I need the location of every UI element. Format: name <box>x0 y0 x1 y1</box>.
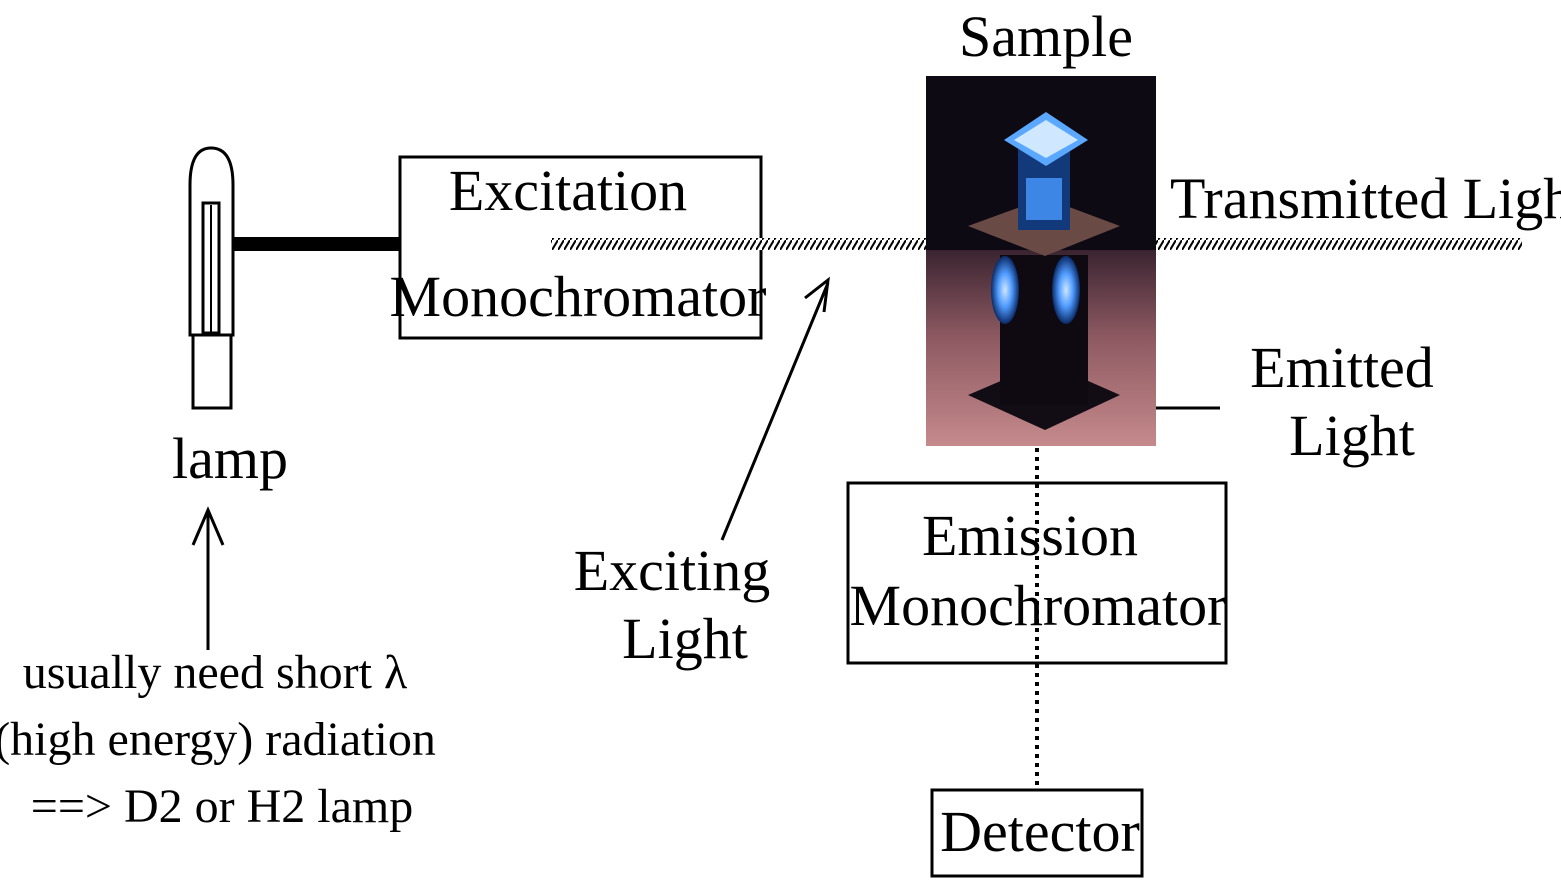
transmitted-light-label: Transmitted Light <box>1170 166 1561 231</box>
lamp-label: lamp <box>172 426 288 491</box>
lamp-icon <box>188 146 235 410</box>
emitted-light-line-1: Emitted <box>1250 335 1434 400</box>
exciting-light-arrow-icon <box>720 276 830 541</box>
lamp-note-line-1: usually need short λ <box>23 646 408 699</box>
excitation-monochromator-line-2: Monochromator <box>390 264 767 329</box>
lamp-note-line-2: (high energy) radiation <box>0 713 436 766</box>
emission-monochromator-line-1: Emission <box>922 503 1138 568</box>
exciting-light-line-1: Exciting <box>574 538 771 603</box>
lamp-arrow-icon <box>191 506 225 650</box>
lamp-note-line-3: ==> D2 or H2 lamp <box>31 780 414 833</box>
transmitted-beam <box>1156 238 1522 250</box>
exciting-light-line-2: Light <box>622 606 748 671</box>
emitted-light-line-2: Light <box>1289 403 1415 468</box>
sample-title: Sample <box>959 4 1133 69</box>
detector-label: Detector <box>940 799 1140 864</box>
cuvette-photo-icon <box>926 76 1156 446</box>
detector-box <box>930 788 1144 878</box>
exciting-beam <box>551 238 926 250</box>
excitation-monochromator-line-1: Excitation <box>449 158 687 223</box>
